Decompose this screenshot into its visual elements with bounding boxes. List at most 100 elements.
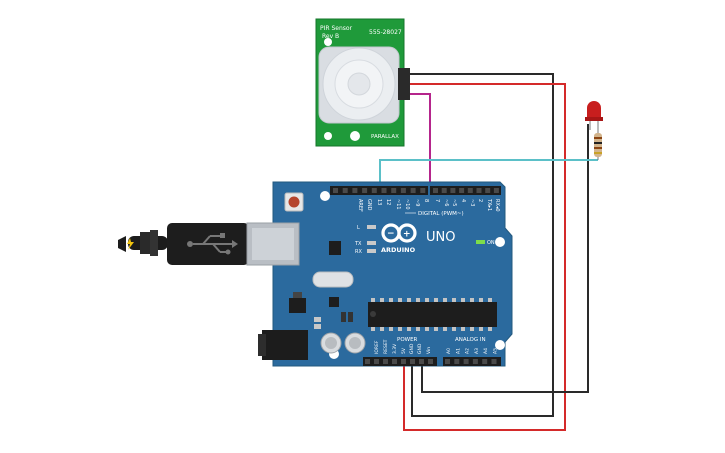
capacitor-icon (344, 332, 366, 354)
pir-header (398, 68, 410, 100)
header-socket[interactable] (374, 359, 379, 364)
wire-5v[interactable] (403, 83, 566, 431)
header-socket[interactable] (410, 359, 415, 364)
power-pin-label: IOREF (374, 340, 380, 354)
capacitor-icon (320, 332, 342, 354)
digital-pin-label: ~11 (395, 199, 401, 210)
arduino-brand: ARDUINO (381, 246, 416, 254)
arduino-infinity-logo-icon (381, 223, 417, 243)
digital-pin-label: 2 (477, 199, 483, 202)
mount-hole-icon (324, 38, 332, 46)
pir-rev: Rev B (322, 33, 339, 40)
pir-part-number: 555-28027 (369, 29, 402, 36)
header-socket[interactable] (342, 188, 348, 193)
chip-pins (371, 327, 492, 331)
header-socket[interactable] (463, 359, 469, 364)
power-header-label: POWER (397, 337, 418, 343)
header-socket[interactable] (362, 188, 368, 193)
led-rx-indicator (367, 249, 376, 253)
header-socket[interactable] (410, 188, 416, 193)
on-label: ON (487, 240, 495, 246)
digital-pin-label: 12 (385, 199, 391, 205)
digital-pin-label: 4 (460, 199, 466, 202)
wires (379, 73, 598, 431)
led-component[interactable] (585, 101, 603, 132)
mount-hole-icon (320, 191, 330, 201)
header-socket[interactable] (428, 359, 433, 364)
analog-pin-label: A2 (465, 348, 471, 354)
reset-button-icon (288, 196, 300, 208)
svg-text:+: + (403, 230, 411, 240)
header-socket[interactable] (454, 359, 460, 364)
header-socket[interactable] (391, 188, 397, 193)
header-socket[interactable] (482, 359, 488, 364)
chip-pins (371, 298, 492, 302)
wire-led-gnd[interactable] (421, 124, 589, 393)
header-socket[interactable] (401, 359, 406, 364)
mount-hole-icon (324, 132, 332, 140)
wire-pir-signal[interactable] (408, 93, 431, 190)
digital-header-label: DIGITAL (PWM~) (418, 211, 464, 217)
header-socket[interactable] (420, 188, 426, 193)
resistor[interactable] (594, 132, 602, 160)
header-socket[interactable] (352, 188, 358, 193)
led-rx-label: RX (355, 249, 362, 255)
svg-text:−: − (387, 229, 395, 239)
crystal-oscillator (312, 271, 354, 288)
header-socket[interactable] (441, 188, 447, 193)
power-pin-label: 5V (401, 347, 407, 354)
digital-pin-label: 8 (423, 199, 429, 202)
header-socket[interactable] (445, 359, 450, 364)
arduino-uno-board[interactable]: L TX RX ON − + ARDUINO UNO DIGITAL (PWM~… (246, 181, 513, 367)
digital-pin-label: ~6 (443, 199, 449, 206)
wire-led-signal[interactable] (379, 159, 598, 190)
wire-gnd[interactable] (408, 73, 554, 417)
header-socket[interactable] (485, 188, 491, 193)
header-socket[interactable] (467, 188, 473, 193)
mount-hole-icon (495, 237, 505, 247)
led-l-label: L (357, 225, 360, 231)
header-socket[interactable] (459, 188, 465, 193)
power-on-led (476, 240, 485, 244)
analog-header (443, 357, 501, 366)
digital-pin-label: 13 (376, 199, 382, 205)
header-socket[interactable] (333, 188, 338, 193)
power-pin-label: GND (409, 343, 415, 354)
header-socket[interactable] (476, 188, 482, 193)
digital-pin-label: AREF (357, 199, 363, 212)
dc-power-jack (262, 330, 308, 360)
digital-pin-label: ~3 (469, 199, 475, 206)
power-pin-label: Vin (426, 347, 432, 354)
header-socket[interactable] (392, 359, 397, 364)
digital-pin-label: TX▸1 (486, 198, 492, 211)
header-socket[interactable] (493, 188, 499, 193)
power-pin-label: GND (417, 343, 423, 354)
atmega-chip (368, 302, 497, 327)
led-l-indicator (367, 225, 376, 229)
led-tx-label: TX (354, 241, 362, 247)
mount-hole-icon (350, 131, 360, 141)
header-socket[interactable] (450, 188, 456, 193)
voltage-regulator (289, 298, 306, 313)
pir-sensor[interactable]: PIR Sensor Rev B 555-28027 PARALLAX (315, 18, 410, 147)
header-socket[interactable] (381, 188, 387, 193)
analog-pin-label: A4 (483, 348, 489, 354)
usb-symbol-icon (193, 235, 232, 253)
header-socket[interactable] (472, 359, 478, 364)
header-socket[interactable] (383, 359, 388, 364)
analog-pin-label: A1 (455, 348, 461, 354)
analog-pin-label: A0 (446, 348, 452, 354)
arduino-model: UNO (426, 230, 455, 245)
pir-title: PIR Sensor (320, 25, 353, 32)
header-socket[interactable] (491, 359, 497, 364)
header-socket[interactable] (419, 359, 424, 364)
digital-pin-label: 7 (434, 199, 440, 202)
power-pin-label: 3.3V (392, 343, 398, 354)
header-socket[interactable] (433, 188, 438, 193)
usb-cable[interactable] (118, 223, 249, 265)
header-socket[interactable] (371, 188, 377, 193)
power-bolt-icon (127, 238, 134, 250)
header-socket[interactable] (365, 359, 370, 364)
header-socket[interactable] (400, 188, 406, 193)
